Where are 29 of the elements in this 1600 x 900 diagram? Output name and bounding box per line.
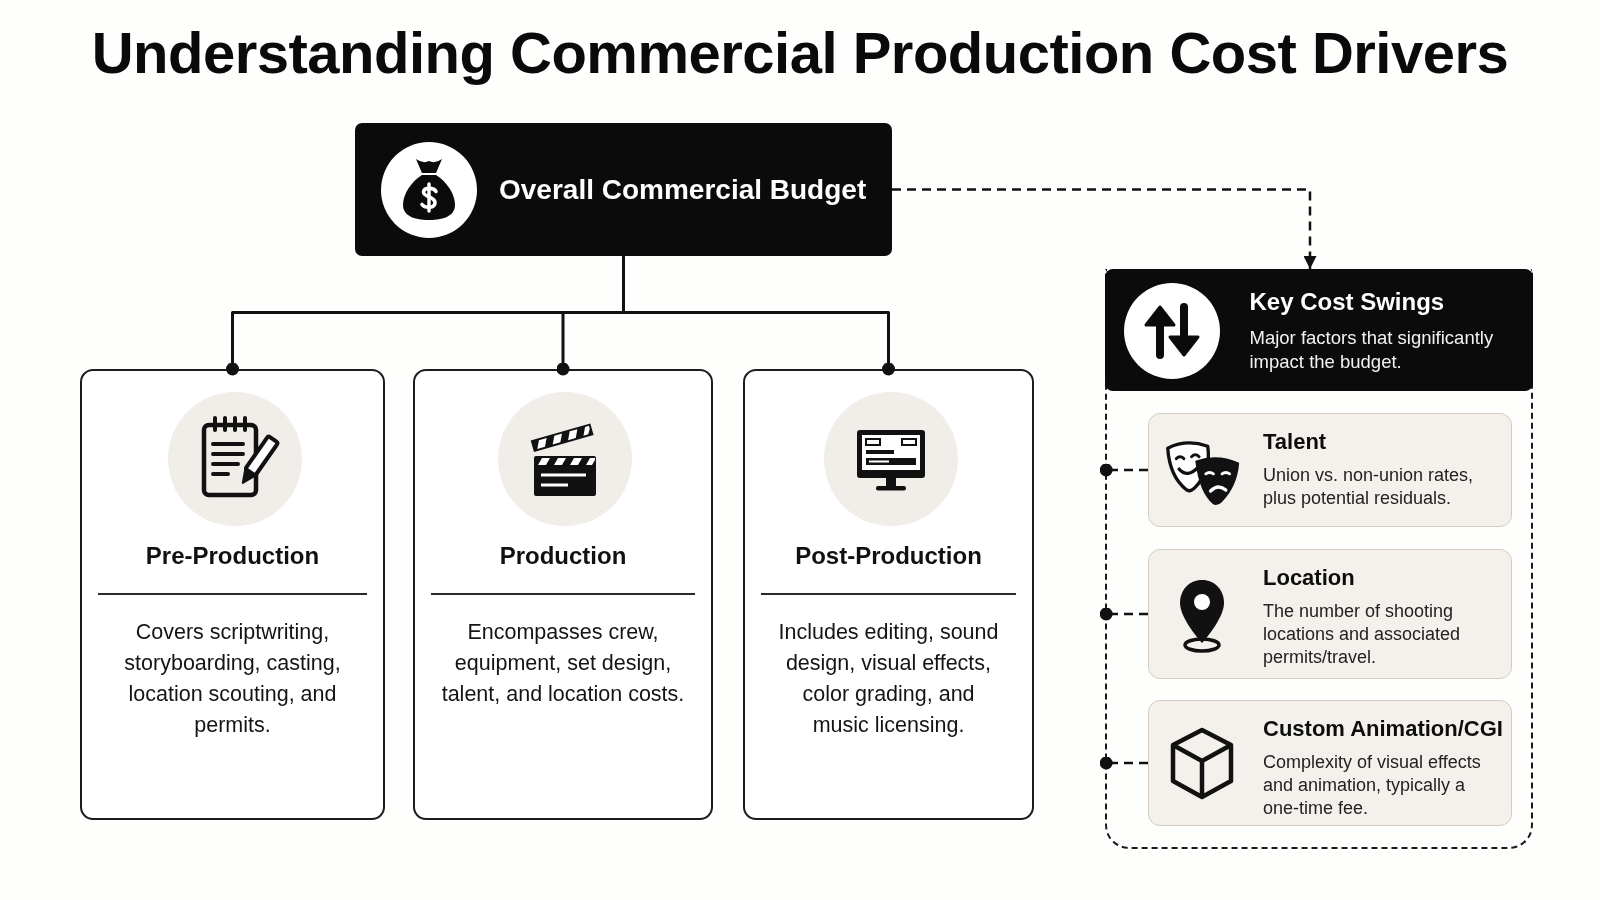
card-description: Encompasses crew, equipment, set design, talent, and location costs. [440,619,686,708]
factor-card [1148,413,1512,527]
page-title: Understanding Commercial Production Cost Drivers [91,19,1509,87]
card-description: Covers scriptwriting, storyboarding, casting, location scouting, and permits. [123,619,342,739]
factor-heading: Custom Animation/CGI [1263,715,1503,743]
factor-description: Union vs. non-union rates, plus potential residuals. [1263,464,1475,510]
card-heading: Pre-Production [145,541,320,571]
category-card [413,369,713,820]
dashed-connector-line [1099,463,1148,477]
factor-heading: Talent [1263,428,1327,456]
dashed-connector-line [1099,607,1148,621]
card-heading: Production [499,541,627,571]
card-description: Includes editing, sound design, visual effects, color grading, and music licensing. [777,619,1000,739]
category-card [743,369,1034,820]
panel-heading: Key Cost Swings [1249,287,1445,317]
dashed-connector-line [1099,756,1148,770]
category-card [80,369,385,820]
budget-box [355,123,892,256]
dashed-arrow [892,188,1317,269]
connector-line [622,256,895,376]
card-heading: Post-Production [795,541,982,571]
factor-card [1148,549,1512,679]
factor-description: Complexity of visual effects and animation, typically a one-time fee. [1263,751,1482,820]
factor-heading: Location [1263,564,1355,592]
dashed-panel [1105,269,1533,849]
factor-card [1148,700,1512,826]
factor-description: The number of shooting locations and associated permits/travel. [1263,600,1462,669]
panel-description: Major factors that significantly impact the budget. [1249,326,1495,374]
budget-title: Overall Commercial Budget [499,172,867,207]
